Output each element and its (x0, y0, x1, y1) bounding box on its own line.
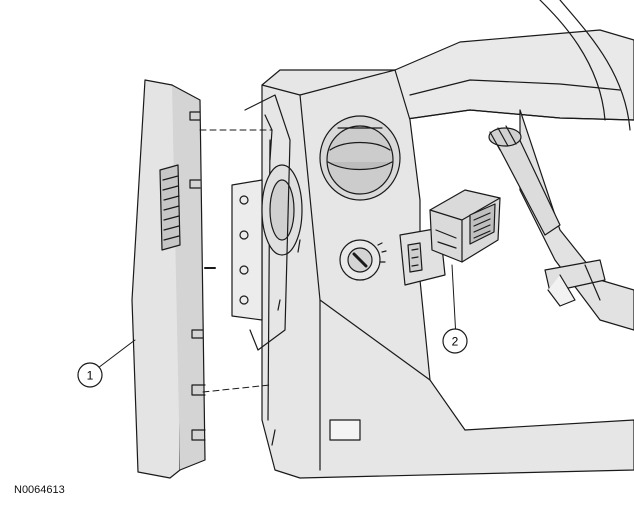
alignment-lines (199, 129, 273, 393)
callout-1: 1 (77, 362, 103, 388)
air-vent (319, 115, 401, 201)
connector-bracket (544, 259, 606, 307)
stalk-lever (488, 125, 561, 236)
switch-module (429, 189, 501, 263)
speaker-bracket (231, 94, 303, 351)
trim-panel (131, 79, 216, 479)
headlamp-switch (339, 239, 387, 281)
leader-lines (97, 264, 457, 369)
callout-1-label: 1 (87, 369, 94, 383)
figure-id: N0064613 (14, 484, 65, 496)
callout-2: 2 (442, 328, 468, 354)
callout-2-label: 2 (452, 335, 459, 349)
